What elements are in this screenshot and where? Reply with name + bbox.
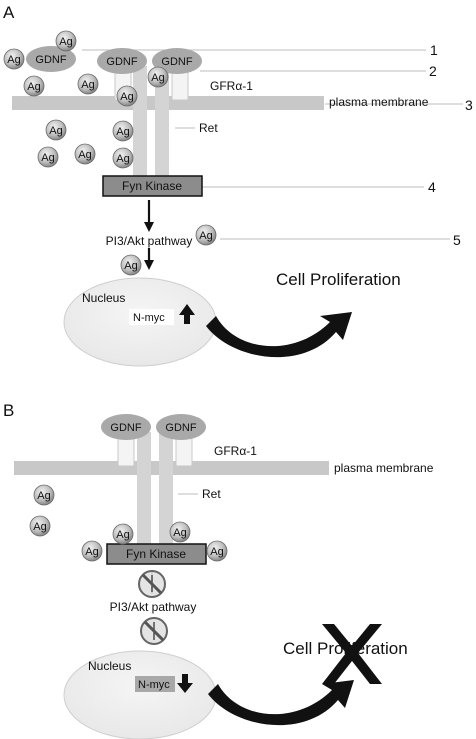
- ag-molecule: Ag: [147, 66, 169, 88]
- callout-5: 5: [453, 232, 461, 248]
- panel-a-nucleus-label: Nucleus: [82, 291, 125, 305]
- svg-text:Ag: Ag: [85, 546, 98, 558]
- svg-text:Ag: Ag: [41, 152, 54, 164]
- panel-b-blocked-signal-icon: [138, 570, 166, 598]
- panel-b-gfra1-right: [175, 435, 193, 467]
- panel-b-gdnf-left-label: GDNF: [110, 422, 141, 434]
- svg-text:Ag: Ag: [199, 230, 212, 242]
- svg-text:Ag: Ag: [173, 527, 186, 539]
- svg-text:Ag: Ag: [78, 149, 91, 161]
- panel-b-ag-molecules: Ag Ag Ag Ag Ag Ag: [29, 484, 228, 562]
- svg-text:Ag: Ag: [81, 79, 94, 91]
- svg-text:Ag: Ag: [27, 81, 40, 93]
- svg-text:Ag: Ag: [210, 546, 223, 558]
- ag-molecule: Ag: [116, 85, 138, 107]
- svg-text:Ag: Ag: [116, 126, 129, 138]
- ag-molecule: Ag: [45, 119, 67, 141]
- panel-a-letter: A: [3, 3, 15, 22]
- panel-a-ret-right: [155, 66, 169, 178]
- svg-text:Ag: Ag: [116, 153, 129, 165]
- panel-a-nmyc-up-arrow-icon: [179, 304, 195, 324]
- panel-b-proliferation-arrow-icon: [208, 680, 354, 726]
- ag-molecule: Ag: [77, 73, 99, 95]
- panel-a-gdnf-left-label: GDNF: [106, 56, 137, 68]
- ag-molecule: Ag: [74, 143, 96, 165]
- panel-b-blocked-x-icon: [322, 624, 382, 684]
- panel-a: A 1 2 3 4 5 plasma membrane GFRα-1 Ret G…: [3, 3, 473, 367]
- panel-a-gdnf-free: [26, 46, 76, 72]
- ag-molecule: Ag: [112, 147, 134, 169]
- panel-a-gdnf-free-label: GDNF: [35, 54, 66, 66]
- panel-b-nucleus: [63, 650, 217, 739]
- panel-a-proliferation-arrow-icon: [206, 312, 352, 358]
- panel-a-fyn-kinase: [102, 175, 203, 197]
- panel-a-outcome-label: Cell Proliferation: [276, 270, 401, 289]
- panel-a-ag-molecules: Ag Ag Ag Ag Ag Ag Ag Ag Ag Ag Ag Ag Ag: [3, 30, 217, 276]
- panel-b-gdnf-right: [156, 414, 206, 440]
- panel-b-gdnf-left: [101, 414, 151, 440]
- ag-molecule: Ag: [195, 224, 217, 246]
- panel-a-ret-label: Ret: [199, 121, 218, 135]
- callout-3: 3: [465, 97, 473, 113]
- panel-a-nmyc-label: N-myc: [133, 312, 165, 324]
- callout-1: 1: [430, 42, 438, 58]
- panel-a-signal-arrow-2: [144, 248, 154, 270]
- panel-b-blocked-signal-icon: [140, 617, 168, 645]
- svg-text:Ag: Ag: [7, 54, 20, 66]
- callout-2: 2: [429, 63, 437, 79]
- panel-b-nmyc-label: N-myc: [138, 679, 170, 691]
- panel-b-nmyc-down-arrow-icon: [177, 674, 193, 693]
- panel-b-membrane-label: plasma membrane: [334, 461, 434, 475]
- ag-molecule: Ag: [23, 75, 45, 97]
- ag-molecule: Ag: [29, 515, 51, 537]
- panel-b-ret-label: Ret: [202, 487, 221, 501]
- svg-text:Ag: Ag: [116, 529, 129, 541]
- panel-a-gdnf-right-label: GDNF: [161, 56, 192, 68]
- panel-b-ret-left: [137, 432, 151, 546]
- panel-b-fyn-kinase-label: Fyn Kinase: [126, 547, 186, 561]
- panel-b: B plasma membrane GFRα-1 Ret GDNF GDNF F…: [3, 401, 434, 739]
- svg-text:Ag: Ag: [37, 490, 50, 502]
- ag-molecule: Ag: [37, 146, 59, 168]
- svg-text:Ag: Ag: [124, 260, 137, 272]
- panel-b-ret-right: [159, 432, 173, 546]
- panel-b-gdnf-right-label: GDNF: [165, 422, 196, 434]
- svg-text:Ag: Ag: [49, 125, 62, 137]
- svg-text:Ag: Ag: [33, 521, 46, 533]
- panel-a-signal-arrow-1: [144, 200, 154, 232]
- panel-a-gdnf-right: [152, 48, 202, 74]
- panel-a-gfra1-right: [171, 69, 189, 101]
- panel-b-pathway-label: PI3/Akt pathway: [110, 600, 197, 614]
- panel-b-nmyc-box: [135, 676, 175, 692]
- ag-molecule: Ag: [169, 521, 191, 543]
- svg-text:Ag: Ag: [151, 72, 164, 84]
- ag-molecule: Ag: [81, 540, 103, 562]
- ag-molecule: Ag: [120, 254, 142, 276]
- ag-molecule: Ag: [112, 523, 134, 545]
- panel-a-gfra1-label: GFRα-1: [210, 79, 253, 93]
- ag-molecule: Ag: [33, 484, 55, 506]
- panel-b-fyn-kinase: [106, 543, 207, 565]
- panel-b-gfra1-label: GFRα-1: [214, 444, 257, 458]
- panel-a-fyn-kinase-label: Fyn Kinase: [122, 179, 182, 193]
- ag-molecule: Ag: [112, 120, 134, 142]
- ag-molecule: Ag: [55, 30, 77, 52]
- svg-text:Ag: Ag: [59, 36, 72, 48]
- panel-b-nucleus-label: Nucleus: [88, 659, 131, 673]
- panel-a-gdnf-left: [97, 48, 147, 74]
- panel-b-letter: B: [3, 401, 14, 420]
- panel-a-membrane-label: plasma membrane: [329, 95, 429, 109]
- panel-a-callout-lines: [82, 49, 463, 240]
- ag-molecule: Ag: [3, 48, 25, 70]
- ag-molecule: Ag: [206, 540, 228, 562]
- callout-4: 4: [428, 179, 436, 195]
- panel-a-nmyc-box: [129, 309, 174, 325]
- panel-b-gfra1-left: [117, 435, 135, 467]
- panel-a-pathway-label: PI3/Akt pathway: [106, 234, 193, 248]
- svg-text:Ag: Ag: [120, 91, 133, 103]
- panel-a-ret-left: [133, 66, 147, 178]
